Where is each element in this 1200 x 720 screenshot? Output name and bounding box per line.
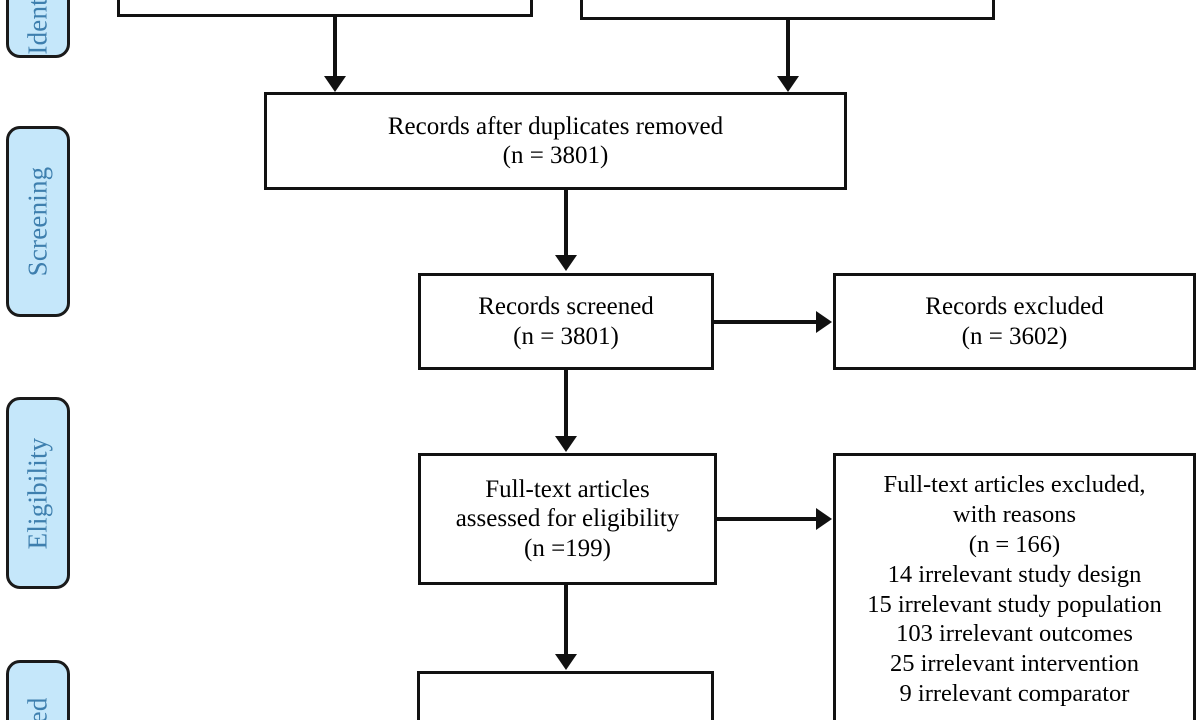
box-line: assessed for eligibility	[455, 505, 680, 533]
box-line: (n = 3602)	[961, 322, 1068, 350]
connector-fulltext-to-excluded	[717, 517, 818, 521]
box-line: (n = 3801)	[513, 322, 619, 350]
stage-label-identification: Identification	[23, 0, 53, 54]
box-line: 9 irrelevant comparator	[899, 680, 1130, 708]
box-identification-right	[580, 0, 995, 20]
box-records-after-duplicates: Records after duplicates removed (n = 38…	[264, 92, 847, 190]
connector-id-right-down	[786, 20, 790, 79]
box-line: 15 irrelevant study population	[867, 590, 1162, 618]
box-fulltext-assessed: Full-text articles assessed for eligibil…	[418, 453, 717, 585]
box-line: (n = 166)	[968, 530, 1061, 558]
connector-screened-to-excluded	[714, 320, 818, 324]
box-identification-left	[117, 0, 533, 17]
arrowhead-id-left-down	[324, 76, 346, 92]
box-line: Full-text articles excluded,	[883, 471, 1146, 498]
stage-box-identification: Identification	[6, 0, 70, 58]
box-records-excluded: Records excluded (n = 3602)	[833, 273, 1196, 370]
stage-box-included: Included	[6, 660, 70, 720]
box-line: 103 irrelevant outcomes	[896, 620, 1133, 648]
box-line: (n = 3801)	[502, 142, 609, 169]
stage-box-screening: Screening	[6, 126, 70, 317]
arrowhead-duplicates-to-screened	[555, 255, 577, 271]
connector-fulltext-to-included	[564, 585, 568, 657]
connector-id-left-down	[333, 17, 337, 79]
connector-duplicates-to-screened	[564, 190, 568, 257]
arrowhead-screened-to-fulltext	[555, 436, 577, 452]
box-line: Full-text articles	[485, 475, 650, 503]
arrowhead-id-right-down	[777, 76, 799, 92]
stage-box-eligibility: Eligibility	[6, 397, 70, 589]
arrowhead-fulltext-to-included	[555, 654, 577, 670]
stage-label-eligibility: Eligibility	[22, 437, 53, 549]
arrowhead-fulltext-to-excluded	[816, 508, 832, 530]
stage-label-screening: Screening	[22, 166, 53, 277]
connector-screened-to-fulltext	[564, 370, 568, 438]
box-line: 25 irrelevant intervention	[890, 650, 1139, 678]
arrowhead-screened-to-excluded	[816, 311, 832, 333]
box-line: with reasons	[952, 500, 1077, 528]
box-line: Records screened	[478, 293, 654, 320]
box-line: (n =199)	[524, 534, 611, 562]
stage-label-included: Included	[23, 697, 53, 720]
box-studies-included: Studies included in	[417, 671, 714, 720]
box-line: Records after duplicates removed	[387, 112, 724, 140]
box-fulltext-excluded-reasons: Full-text articles excluded, with reason…	[833, 453, 1196, 720]
box-line: Studies included in	[470, 716, 662, 720]
box-line: 14 irrelevant study design	[887, 560, 1142, 588]
box-records-screened: Records screened (n = 3801)	[418, 273, 714, 370]
box-line: Records excluded	[925, 293, 1104, 320]
